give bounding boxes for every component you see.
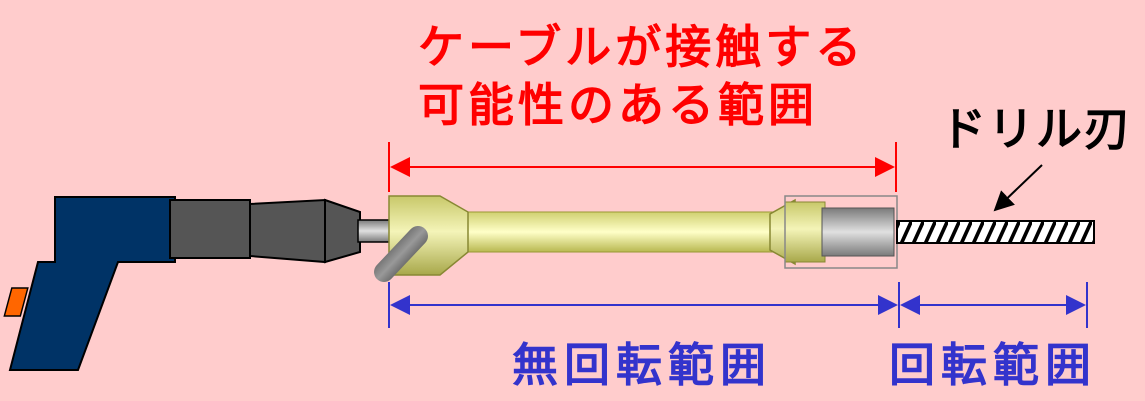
rotating-range-label: 回転範囲 (889, 338, 1097, 392)
drill-spindle (357, 219, 392, 243)
cable-contact-range-marker (388, 142, 897, 192)
drill-chuck-nose (324, 198, 361, 264)
cable-contact-label-line1: ケーブルが接触する (418, 20, 866, 74)
trigger (3, 287, 29, 317)
drill-motor-housing (169, 199, 251, 259)
drill-chuck (249, 198, 326, 264)
adapter-assembly (374, 195, 898, 282)
non-rotating-range-marker (388, 282, 900, 328)
rotating-range-marker (900, 282, 1088, 328)
adapter-shaft (459, 211, 781, 253)
drill-bit-label: ドリル刃 (940, 102, 1132, 156)
drill-bit-pointer (993, 164, 1043, 212)
bit-chuck (821, 207, 895, 257)
non-rotating-range-label: 無回転範囲 (512, 338, 772, 392)
cable-contact-label-line2: 可能性のある範囲 (418, 78, 818, 132)
side-handle (374, 226, 428, 282)
power-drill-icon (3, 196, 392, 371)
drill-bit-icon (896, 220, 1095, 244)
